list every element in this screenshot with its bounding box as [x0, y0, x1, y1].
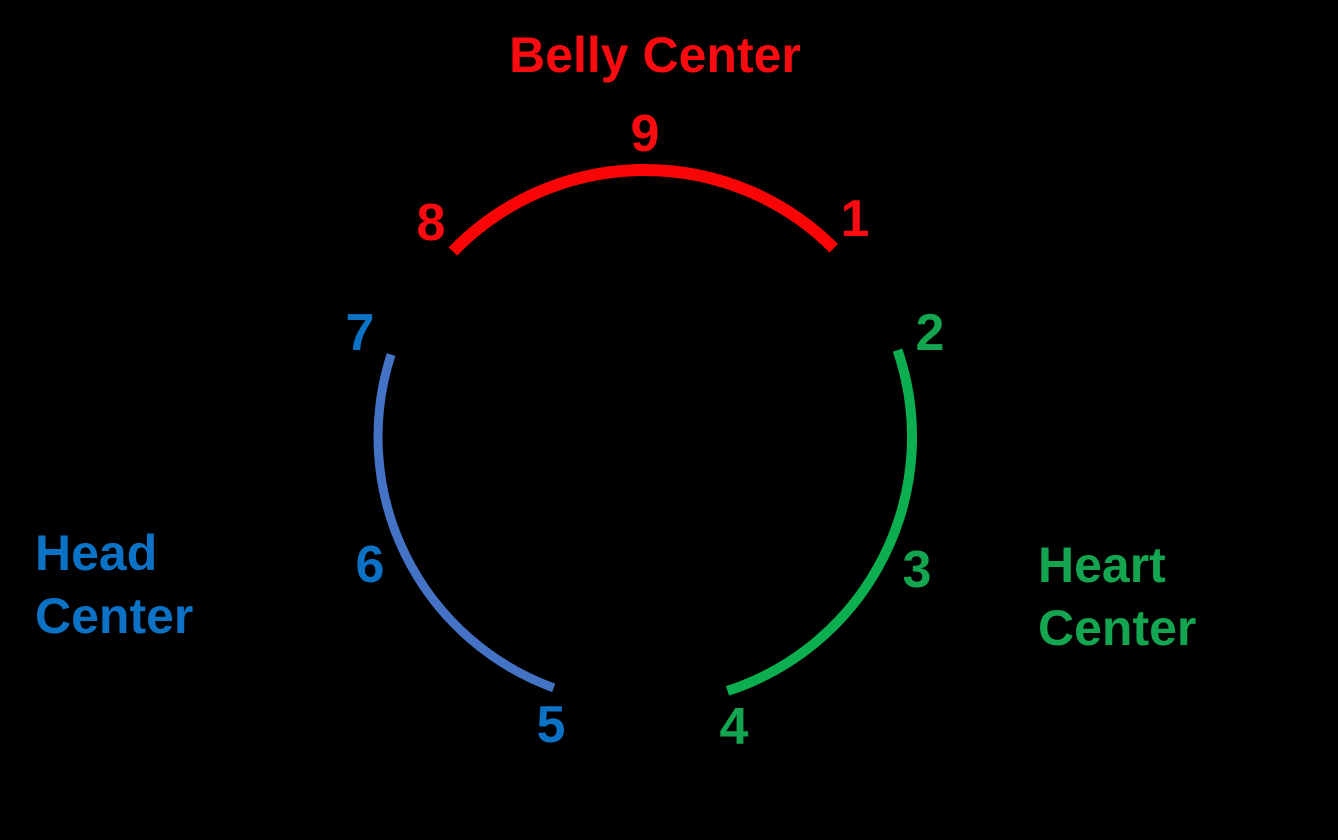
point-3-label: 3	[902, 541, 932, 599]
head-center-arc	[373, 353, 556, 693]
belly-center-arc	[448, 163, 839, 256]
point-5-label: 5	[536, 696, 566, 754]
point-1-label: 1	[840, 190, 870, 248]
belly-center-label: Belly Center	[509, 27, 801, 83]
heart-center-label: Heart Center	[1038, 537, 1197, 656]
point-9-label: 9	[630, 105, 660, 163]
point-2-label: 2	[915, 304, 945, 362]
point-7-label: 7	[345, 304, 375, 362]
point-6-label: 6	[355, 536, 385, 594]
point-8-label: 8	[416, 194, 446, 252]
heart-center-arc	[725, 348, 917, 696]
head-center-label: Head Center	[35, 525, 194, 644]
point-4-label: 4	[719, 698, 749, 756]
